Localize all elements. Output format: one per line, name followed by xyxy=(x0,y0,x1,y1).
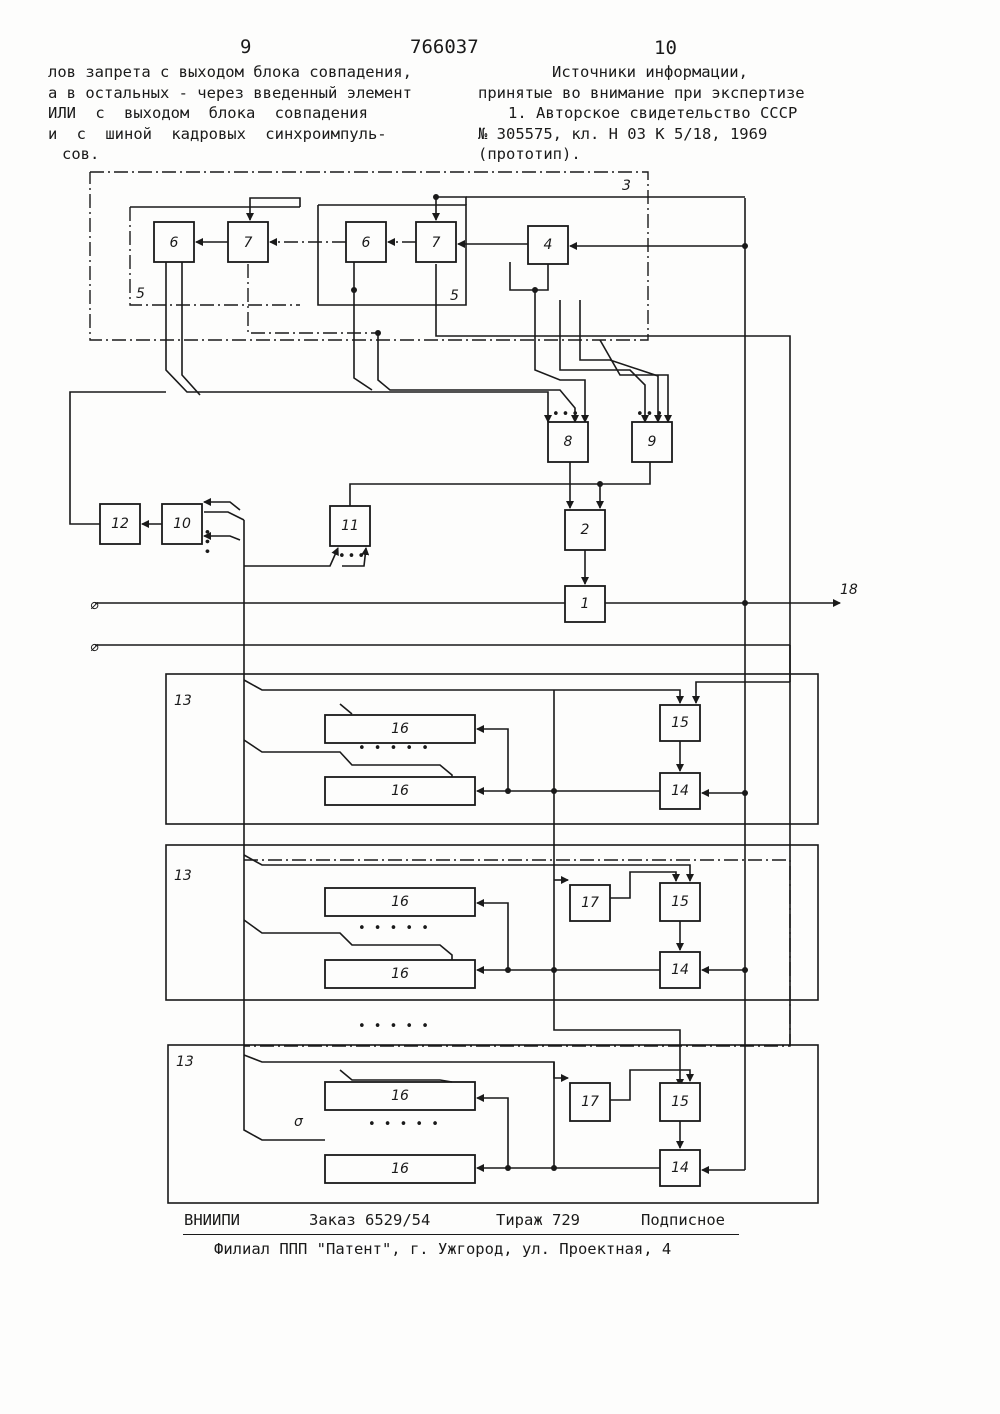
mark-13-c: 13 xyxy=(176,1054,194,1070)
label-7b: 7 xyxy=(432,235,441,251)
wire-fb-left xyxy=(248,264,378,333)
wire-4-out xyxy=(510,262,548,290)
mark-5-right: 5 xyxy=(450,288,459,304)
footer-org: ВНИИПИ xyxy=(184,1211,240,1229)
group-13-b xyxy=(166,845,818,1000)
bus-to-8b xyxy=(182,262,200,395)
wire-to-10-a xyxy=(204,502,240,510)
label-17-b: 17 xyxy=(581,895,599,911)
label-12: 12 xyxy=(111,516,129,532)
wire-to-11-in xyxy=(244,548,338,566)
mark-13-b: 13 xyxy=(174,868,192,884)
wire-14a-16a1 xyxy=(477,729,508,791)
svg-text:⌀: ⌀ xyxy=(90,639,99,655)
bus-to-8d xyxy=(378,333,575,422)
label-1: 1 xyxy=(581,596,590,612)
footer-rule xyxy=(183,1234,739,1235)
label-15-a: 15 xyxy=(671,715,689,731)
label-14-a: 14 xyxy=(671,783,689,799)
label-16-c2: 16 xyxy=(391,1161,409,1177)
wire-to-11 xyxy=(350,484,600,506)
footer-subscription: Подписное xyxy=(641,1211,725,1229)
label-4: 4 xyxy=(544,237,553,253)
wire-14b-16b1 xyxy=(477,903,508,970)
wire-c-bus xyxy=(340,1070,452,1082)
label-10: 10 xyxy=(173,516,191,532)
wire-c-top xyxy=(244,1055,568,1078)
svg-text:⌀: ⌀ xyxy=(90,597,99,613)
bus-to-9a xyxy=(560,300,645,422)
group-13-a xyxy=(166,674,818,824)
label-11: 11 xyxy=(341,518,359,534)
wire-top-right xyxy=(436,197,466,220)
bus-vertical xyxy=(244,520,325,1140)
label-16-b2: 16 xyxy=(391,966,409,982)
label-16-a2: 16 xyxy=(391,783,409,799)
svg-text:• • • • •: • • • • • xyxy=(358,741,431,756)
group-13-c xyxy=(168,1045,818,1203)
label-8: 8 xyxy=(564,434,573,450)
label-6a: 6 xyxy=(170,235,179,251)
mark-5-left: 5 xyxy=(136,286,145,302)
svg-text:•••: ••• xyxy=(199,528,214,557)
wire-b-top xyxy=(244,855,690,881)
label-15-c: 15 xyxy=(671,1094,689,1110)
svg-text:•••: ••• xyxy=(636,407,665,422)
svg-text:•••: ••• xyxy=(338,549,367,564)
footer-order: Заказ 6529/54 xyxy=(309,1211,430,1229)
wire-fb-right xyxy=(436,264,790,1046)
label-14-b: 14 xyxy=(671,962,689,978)
label-16-c1: 16 xyxy=(391,1088,409,1104)
label-2: 2 xyxy=(581,522,590,538)
wire-9-2 xyxy=(600,462,650,508)
label-9: 9 xyxy=(648,434,657,450)
label-14-c: 14 xyxy=(671,1160,689,1176)
mark-3: 3 xyxy=(622,178,631,194)
label-16-a1: 16 xyxy=(391,721,409,737)
wire-a-bus2 xyxy=(340,704,352,714)
group-ellipsis: • • • • • xyxy=(358,1019,431,1034)
wire-top-left xyxy=(250,198,300,220)
label-15-b: 15 xyxy=(671,894,689,910)
footer-branch: Филиал ППП "Патент", г. Ужгород, ул. Про… xyxy=(214,1240,671,1258)
svg-text:•••: ••• xyxy=(552,407,581,422)
bus-to-9b xyxy=(580,300,658,422)
mark-sigma: σ xyxy=(294,1114,304,1130)
label-6b: 6 xyxy=(362,235,371,251)
wire-13a-top xyxy=(244,680,680,703)
label-7a: 7 xyxy=(244,235,253,251)
mark-18: 18 xyxy=(840,582,858,598)
wire-to-10-b xyxy=(204,512,244,520)
label-16-b1: 16 xyxy=(391,894,409,910)
svg-text:• • • • •: • • • • • xyxy=(358,921,431,936)
label-17-c: 17 xyxy=(581,1094,599,1110)
wire-13a-top2 xyxy=(696,682,790,703)
footer-circulation: Тираж 729 xyxy=(496,1211,580,1229)
bus-to-8a xyxy=(166,262,548,422)
svg-text:• • • • •: • • • • • xyxy=(368,1117,441,1132)
mark-13-a: 13 xyxy=(174,693,192,709)
wire-14c-16c1 xyxy=(477,1098,508,1168)
